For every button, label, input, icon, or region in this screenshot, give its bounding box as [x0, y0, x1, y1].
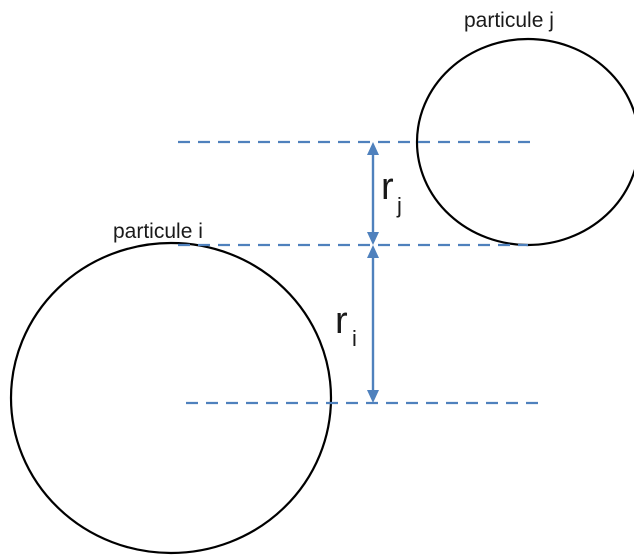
- particle-i-label: particule i: [113, 220, 203, 243]
- r-j-arrowhead-bottom: [367, 232, 379, 245]
- r-i-subscript: i: [352, 326, 357, 351]
- r-j-arrowhead-top: [367, 142, 379, 155]
- particle-i-circle: [9, 241, 333, 555]
- r-j-arrow: [367, 142, 379, 245]
- r-j-subscript: j: [396, 193, 402, 218]
- r-i-arrowhead-bottom: [367, 390, 379, 403]
- r-i-arrowhead-top: [367, 245, 379, 258]
- r-j-label: r j: [381, 166, 402, 218]
- r-i-arrow: [367, 245, 379, 403]
- particle-j-label: particule j: [464, 9, 554, 32]
- r-j-main: r: [381, 166, 394, 208]
- r-i-main: r: [335, 300, 348, 342]
- r-i-label: r i: [335, 300, 357, 351]
